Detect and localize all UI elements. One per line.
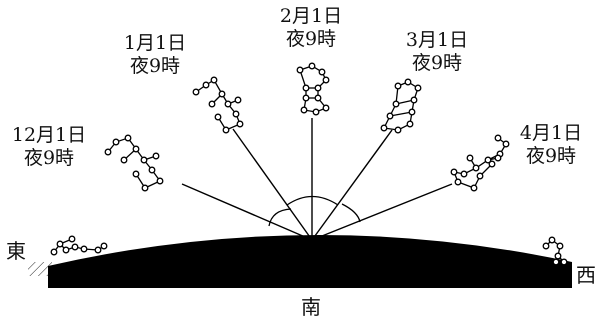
constellation-dec	[104, 134, 164, 192]
sight-line-apr	[311, 183, 453, 241]
angle-arc-left	[268, 208, 292, 227]
label-feb-time: 夜9時	[285, 28, 337, 50]
label-apr-time: 夜9時	[525, 145, 577, 167]
angle-arc-right	[341, 203, 361, 223]
sight-line-mar	[311, 129, 393, 241]
constellation-feb	[296, 62, 330, 116]
constellation-mar	[380, 78, 422, 134]
direction-south: 南	[301, 295, 321, 319]
label-dec-date: 12月1日	[11, 124, 87, 146]
constellation-west-horizon	[542, 236, 568, 266]
constellation-jan	[192, 76, 244, 134]
sight-lines	[181, 118, 453, 241]
label-feb-date: 2月1日	[279, 5, 343, 27]
label-apr: 4月1日 夜9時	[508, 122, 594, 168]
sight-line-jan	[232, 128, 313, 241]
label-dec: 12月1日 夜9時	[6, 124, 92, 170]
label-jan: 1月1日 夜9時	[112, 32, 198, 78]
direction-east: 東	[6, 239, 26, 263]
label-feb: 2月1日 夜9時	[268, 5, 354, 51]
label-apr-date: 4月1日	[519, 122, 583, 144]
ground	[48, 234, 572, 288]
label-mar-time: 夜9時	[411, 52, 463, 74]
direction-west: 西	[576, 263, 596, 287]
constellation-east-horizon	[50, 235, 108, 256]
angle-arcs	[268, 195, 361, 227]
label-mar: 3月1日 夜9時	[394, 29, 480, 75]
sight-line-dec	[181, 183, 313, 241]
angle-arc-center	[286, 195, 339, 206]
label-dec-time: 夜9時	[23, 147, 75, 169]
label-jan-time: 夜9時	[129, 55, 181, 77]
constellation-apr	[450, 134, 510, 192]
label-jan-date: 1月1日	[123, 32, 187, 54]
ground-hatch-east	[28, 262, 52, 276]
label-mar-date: 3月1日	[405, 29, 469, 51]
